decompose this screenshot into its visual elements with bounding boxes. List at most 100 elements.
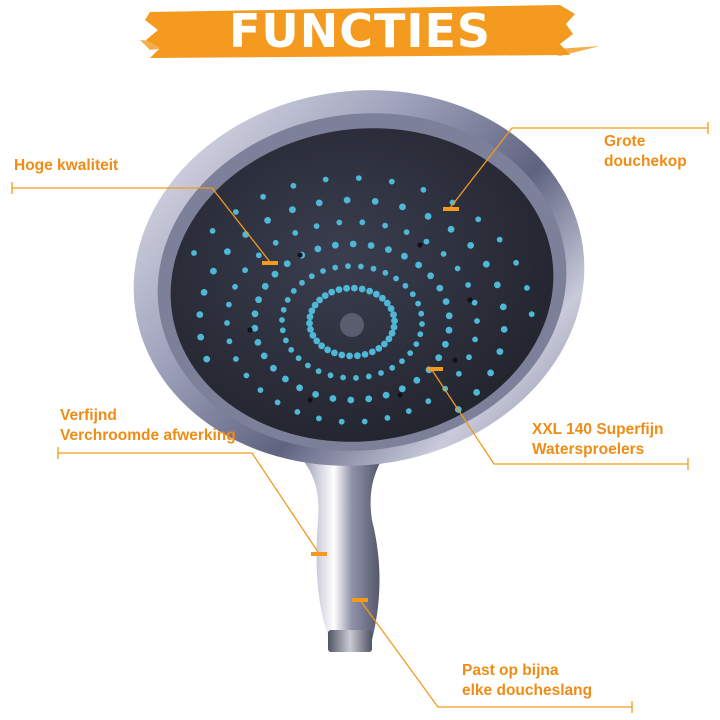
nozzle-dot bbox=[496, 236, 503, 243]
nozzle-dot bbox=[284, 297, 291, 303]
nozzle-dot bbox=[200, 289, 208, 296]
nozzle-dot bbox=[385, 335, 393, 343]
nozzle-dot bbox=[407, 350, 414, 356]
nozzle-dot bbox=[331, 349, 338, 357]
leader-nozzles bbox=[431, 369, 688, 465]
marker-hose bbox=[352, 598, 368, 602]
nozzle-dot bbox=[324, 346, 331, 354]
nozzle-dot bbox=[409, 291, 416, 298]
nozzle-dot bbox=[338, 351, 346, 359]
nozzle-dot bbox=[299, 279, 305, 286]
nozzle-dot bbox=[465, 282, 471, 288]
nozzle-dot bbox=[399, 203, 406, 211]
nozzle-dot bbox=[233, 209, 239, 215]
hose-nut bbox=[328, 630, 372, 652]
nozzle-dot bbox=[423, 238, 430, 245]
nozzle-dot bbox=[191, 250, 197, 256]
nozzle-dot bbox=[279, 327, 286, 334]
nozzle-dot bbox=[306, 319, 313, 327]
nozzle-dot bbox=[338, 418, 345, 425]
callout-markers bbox=[262, 207, 459, 602]
nozzle-dot bbox=[370, 265, 377, 272]
nozzle-dot bbox=[322, 176, 329, 183]
vent-hole bbox=[467, 297, 473, 303]
nozzle-dot bbox=[203, 355, 211, 363]
nozzle-dot bbox=[312, 391, 319, 398]
callout-finish: Verfijnd Verchroomde afwerking bbox=[60, 406, 236, 446]
nozzle-dot bbox=[315, 368, 322, 375]
callout-hose-line2: elke doucheslang bbox=[462, 682, 593, 699]
nozzle-dot bbox=[442, 298, 450, 305]
nozzle-dot bbox=[358, 285, 366, 293]
callout-quality: Hoge kwaliteit bbox=[14, 156, 118, 176]
nozzle-dot bbox=[309, 332, 317, 339]
marker-nozzles bbox=[427, 367, 443, 371]
nozzle-dot bbox=[294, 409, 301, 415]
nozzle-dot bbox=[306, 313, 314, 321]
nozzle-dot bbox=[454, 265, 461, 272]
nozzle-dot bbox=[232, 283, 238, 290]
nozzle-dot bbox=[473, 389, 480, 396]
nozzle-dot bbox=[264, 217, 271, 224]
nozzle-dot bbox=[226, 301, 232, 308]
nozzle-dot bbox=[289, 206, 296, 214]
nozzle-dot bbox=[415, 261, 422, 269]
nozzle-dot bbox=[307, 326, 314, 333]
nozzle-dot bbox=[270, 364, 277, 372]
nozzle-dot bbox=[329, 395, 337, 402]
nozzle-dot bbox=[308, 273, 315, 280]
leader-quality bbox=[12, 187, 271, 263]
nozzle-dot bbox=[351, 284, 358, 292]
nozzle-dot bbox=[343, 196, 351, 204]
leader-hose bbox=[359, 599, 632, 708]
vent-hole bbox=[297, 252, 303, 258]
callout-hose: Past op bijna elke doucheslang bbox=[462, 661, 592, 701]
nozzle-dot bbox=[257, 387, 264, 393]
nozzle-dot bbox=[358, 263, 364, 270]
nozzle-dot bbox=[387, 305, 395, 312]
nozzle-dot bbox=[242, 267, 249, 274]
nozzle-dot bbox=[197, 333, 205, 341]
nozzle-dot bbox=[435, 354, 443, 362]
nozzle-dot bbox=[398, 385, 406, 393]
nozzle-dot bbox=[405, 408, 412, 414]
nozzle-dot bbox=[349, 240, 357, 248]
nozzle-dot bbox=[402, 282, 409, 289]
nozzle-dot bbox=[365, 395, 373, 403]
nozzle-dot bbox=[331, 241, 339, 249]
vent-hole bbox=[397, 392, 403, 398]
nozzle-dot bbox=[382, 391, 390, 399]
nozzle-dot bbox=[313, 223, 320, 230]
nozzle-dot bbox=[320, 268, 326, 274]
nozzle-dot bbox=[513, 259, 519, 266]
callout-lines bbox=[11, 122, 709, 713]
nozzle-dot bbox=[419, 321, 425, 327]
nozzle-dot bbox=[499, 303, 507, 311]
shower-handle bbox=[280, 430, 400, 640]
nozzle-dot bbox=[328, 288, 336, 296]
nozzle-dot bbox=[383, 299, 391, 307]
title-banner bbox=[140, 5, 600, 58]
nozzle-dot bbox=[255, 252, 262, 259]
nozzle-dot bbox=[528, 311, 535, 318]
callout-hose-line1: Past op bijna bbox=[462, 662, 559, 679]
nozzle-dot bbox=[472, 336, 478, 343]
nozzle-dot bbox=[399, 358, 405, 365]
nozzle-dot bbox=[445, 312, 453, 320]
nozzle-dot bbox=[280, 306, 287, 313]
nozzle-dot bbox=[318, 342, 325, 350]
nozzle-dot bbox=[210, 267, 217, 275]
nozzle-dot bbox=[290, 182, 297, 189]
nozzle-dot bbox=[390, 311, 397, 318]
nozzle-dot bbox=[393, 275, 399, 282]
nozzle-dot bbox=[442, 340, 449, 348]
nozzle-dot bbox=[413, 341, 420, 347]
nozzle-dot bbox=[279, 317, 285, 323]
nozzle-dot bbox=[345, 263, 351, 269]
nozzle-dot bbox=[381, 340, 388, 348]
nozzle-dot bbox=[305, 362, 311, 369]
nozzle-dot bbox=[327, 372, 334, 379]
nozzle-dot bbox=[243, 372, 250, 379]
callout-large-head: Grote douchekop bbox=[604, 132, 687, 172]
nozzle-dot bbox=[233, 356, 239, 362]
